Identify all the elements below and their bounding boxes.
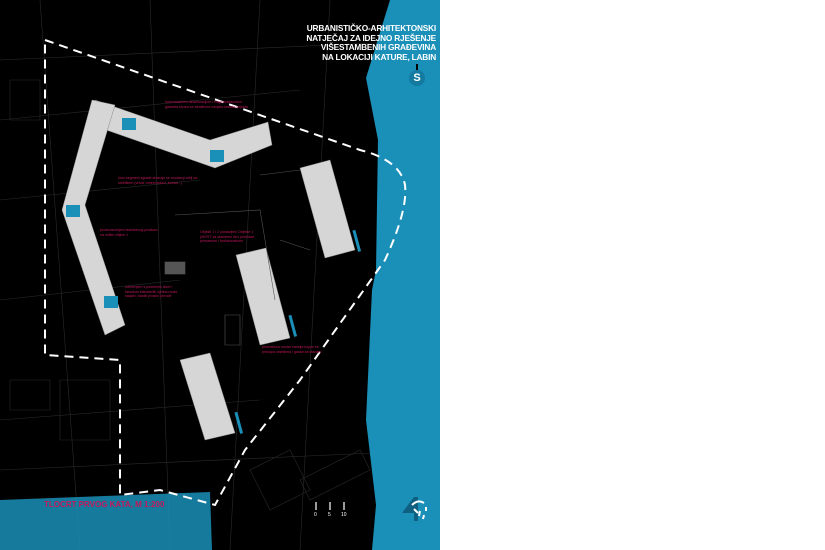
title-line: URBANISTIČKO-ARHITEKTONSKI (306, 23, 436, 33)
buildings (61, 99, 356, 441)
logo-icon (402, 497, 427, 521)
sea-area (366, 0, 440, 550)
title-line: VIŠESTAMBENIH GRAĐEVINA (320, 42, 436, 52)
poster-title: URBANISTIČKO-ARHITEKTONSKI NATJEČAJ ZA I… (306, 23, 436, 62)
annotation: horizontalnom dinamizacijom i fragmentir… (165, 100, 248, 109)
site-plan-poster: URBANISTIČKO-ARHITEKTONSKI NATJEČAJ ZA I… (0, 0, 440, 550)
annotation: prometnica unutar naselja kojom se prist… (262, 345, 322, 354)
scale-label: 0 (314, 512, 317, 518)
building-left-arm (61, 99, 126, 336)
site-boundary (44, 38, 407, 507)
annotation: odmičnjem s posebnim tlocrt i fasadom st… (125, 285, 178, 299)
site-outlines (164, 169, 311, 346)
north-arrow-needle (416, 64, 418, 72)
building-block-3 (179, 352, 236, 441)
title-line: NA LOKACIJI KATURE, LABIN (322, 51, 436, 62)
drawing-caption: TLOCRT PRVOG KATA, M 1:200 (44, 500, 165, 509)
annotation: produžavanjem stambenog prostora na veli… (100, 228, 158, 237)
scale-label: 5 (328, 512, 331, 518)
terrain-strip (0, 492, 212, 550)
scale-bar-ticks (315, 502, 345, 510)
building-block-1 (299, 159, 356, 259)
scale-label: 10 (341, 512, 347, 518)
building-block-2 (235, 247, 291, 346)
annotation: Objekti 1 i 2 postavljeni Objekte 1 (MOS… (200, 230, 255, 244)
annotation: kroz segment zgrade stvaraju se unutarnj… (118, 176, 198, 185)
north-arrow-icon: S (409, 70, 425, 86)
atria (66, 118, 362, 434)
site-plan-drawing (0, 0, 440, 550)
title-line: NATJEČAJ ZA IDEJNO RJEŠENJE (306, 32, 436, 43)
